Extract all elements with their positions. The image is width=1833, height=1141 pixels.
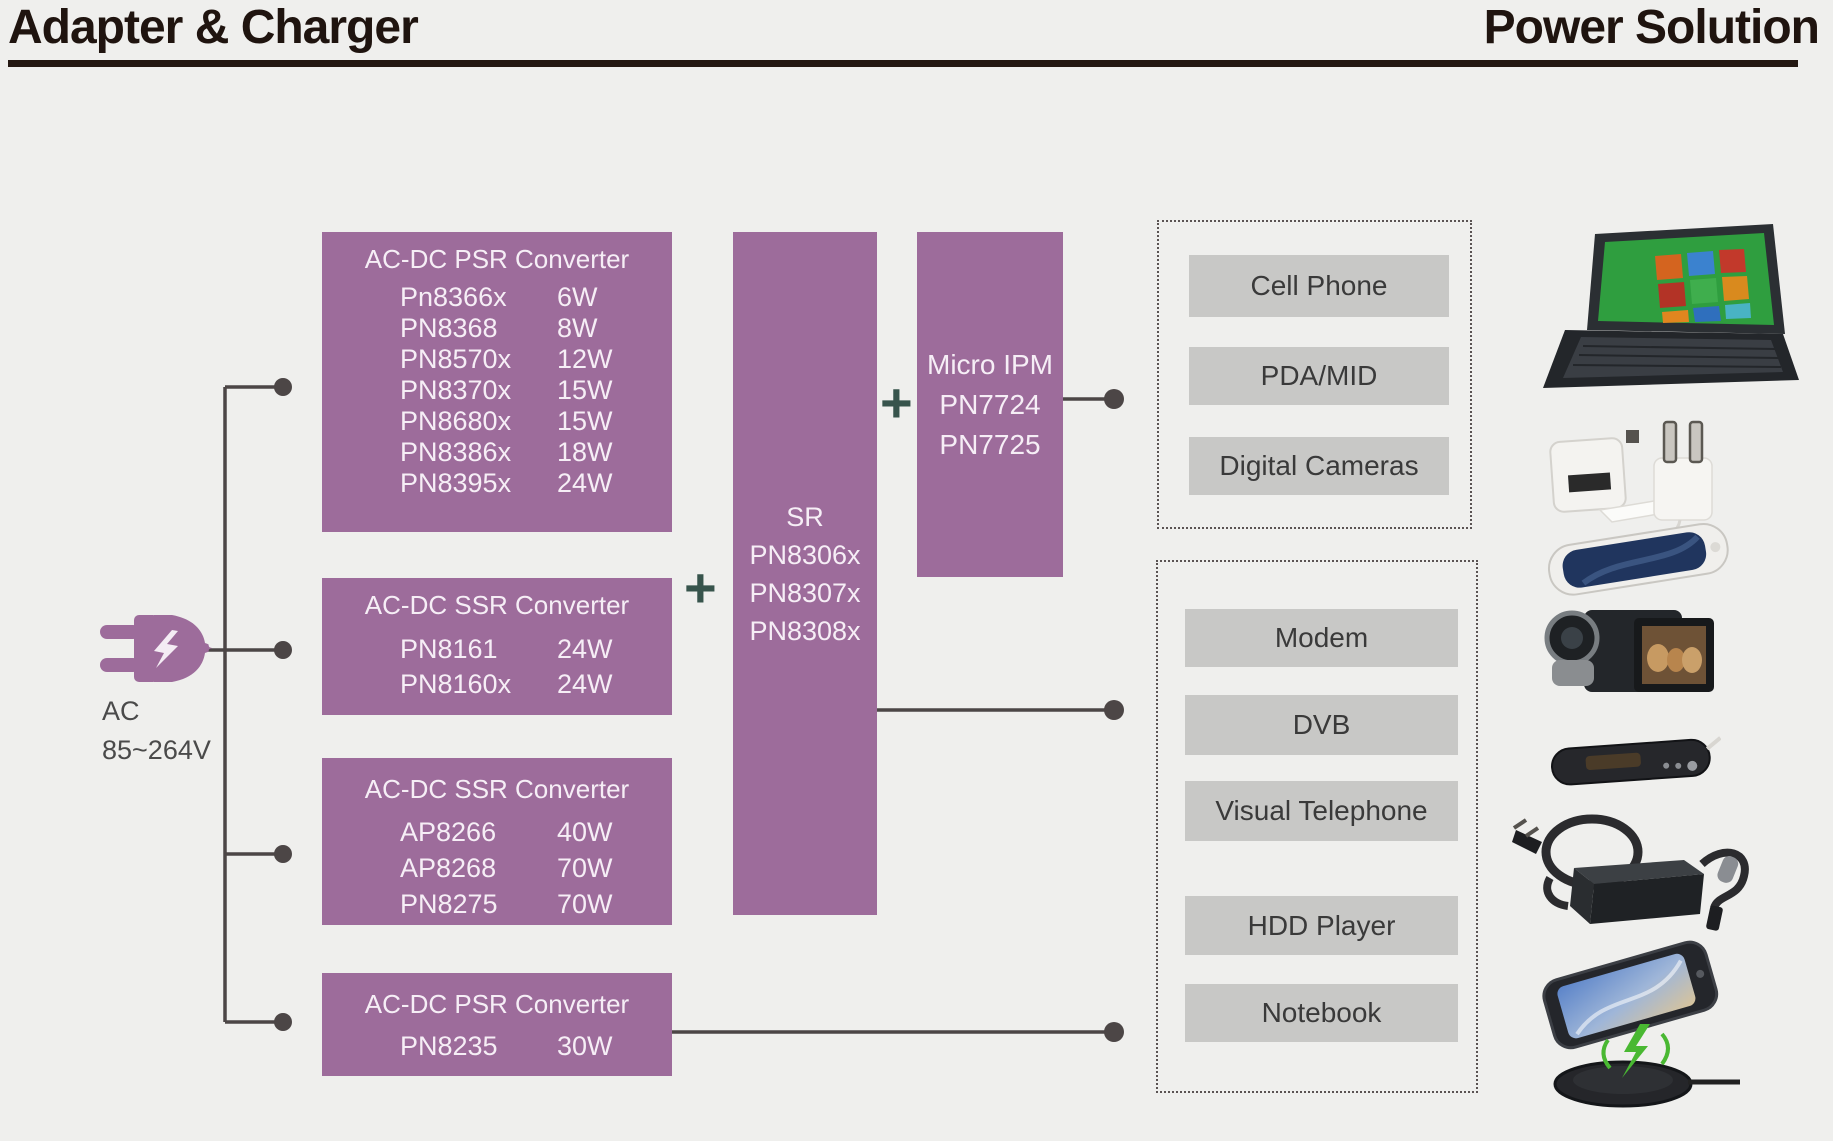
page-title-left: Adapter & Charger xyxy=(8,1,419,54)
plus-symbol-left: + xyxy=(684,556,717,619)
device-label-digital-cameras: Digital Cameras xyxy=(1189,437,1449,495)
page-title-right: Power Solution xyxy=(1483,1,1820,54)
sr-line: SR xyxy=(786,501,824,532)
converter-title: AC-DC SSR Converter xyxy=(364,590,630,620)
ipm-line: PN7725 xyxy=(939,428,1041,460)
device-group-home: Modem DVB Visual Telephone HDD Player No… xyxy=(1156,560,1478,1093)
ac-label-line1: AC xyxy=(102,696,140,726)
sr-line: PN8308x xyxy=(749,615,861,646)
device-label-modem: Modem xyxy=(1185,609,1458,667)
sr-line: PN8306x xyxy=(749,539,861,570)
device-label-notebook: Notebook xyxy=(1185,984,1458,1042)
camcorder-image xyxy=(1544,610,1714,692)
ac-label-line2: 85~264V xyxy=(102,735,211,765)
sr-line: PN8307x xyxy=(749,577,861,608)
device-label-dvb: DVB xyxy=(1185,695,1458,755)
converter-title: AC-DC PSR Converter xyxy=(364,244,630,274)
micro-ipm-block: Micro IPM PN7724 PN7725 xyxy=(917,232,1063,577)
plus-symbol-right: + xyxy=(880,371,913,434)
converter-title: AC-DC PSR Converter xyxy=(364,989,630,1019)
device-label-cell-phone: Cell Phone xyxy=(1189,255,1449,317)
ac-plug-icon xyxy=(100,615,212,682)
device-label-visual-telephone: Visual Telephone xyxy=(1185,781,1458,841)
title-rule xyxy=(8,60,1798,67)
power-adapter-image xyxy=(1512,814,1749,931)
ipm-line: Micro IPM xyxy=(927,348,1053,380)
notebook-image xyxy=(1543,224,1799,388)
device-label-hdd-player: HDD Player xyxy=(1185,896,1458,955)
ac-input-label: AC 85~264V xyxy=(102,692,211,770)
converter-title: AC-DC SSR Converter xyxy=(364,774,630,804)
sr-block: SR PN8306x PN8307x PN8308x xyxy=(733,232,877,915)
device-group-portable: Cell Phone PDA/MID Digital Cameras xyxy=(1157,220,1472,529)
smartphone-image xyxy=(1547,522,1729,596)
device-label-pda-mid: PDA/MID xyxy=(1189,347,1449,405)
wireless-charger-image xyxy=(1542,940,1740,1108)
ipm-line: PN7724 xyxy=(939,388,1041,420)
hdd-player-image xyxy=(1551,736,1721,786)
usb-chargers-image xyxy=(1549,420,1713,536)
